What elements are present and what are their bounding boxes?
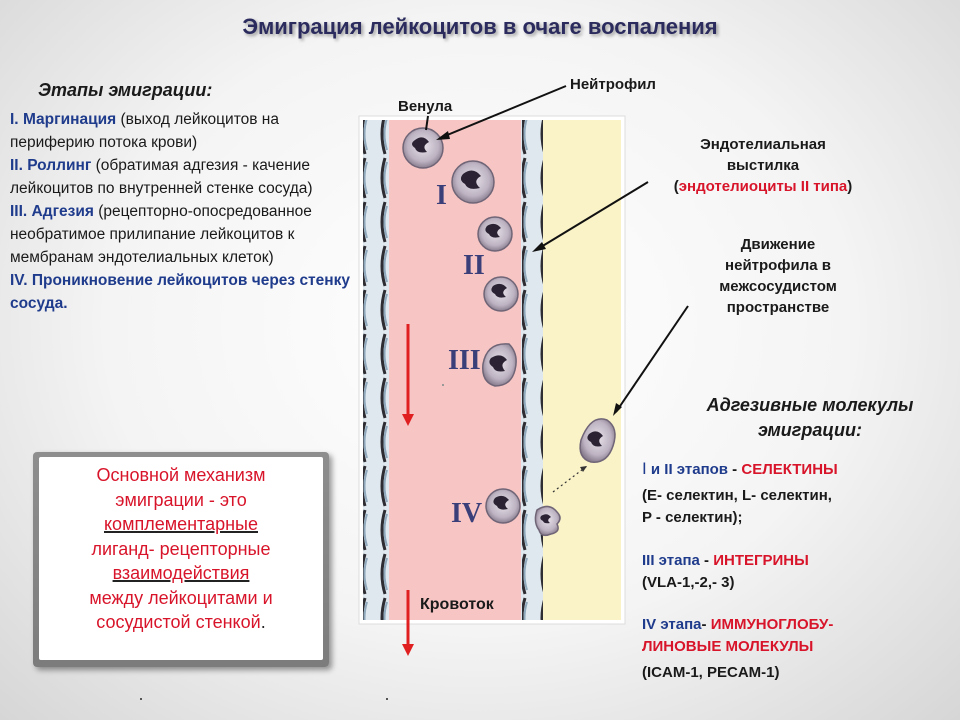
neutrophil-2 [451, 160, 495, 204]
stage-label-1: I [436, 180, 447, 211]
stage-1-num: I. [10, 111, 19, 128]
stage-1: I. Маргинация (выход лейкоцитов на периф… [10, 108, 358, 154]
stage-label-4: IV [451, 498, 483, 529]
decor-dot-2 [386, 698, 388, 700]
stage-2-name: Роллинг [27, 157, 92, 174]
mechanism-line-2: эмиграции - это [115, 489, 247, 510]
ig-detail: (ICAM-1, PECAM-1) [642, 664, 780, 681]
adhesion-heading: Адгезивные молекулы эмиграции: [660, 393, 960, 443]
stage-2-num: II. [10, 157, 23, 174]
mechanism-line-7-end: . [260, 612, 266, 632]
neutrophil-4 [483, 276, 519, 312]
movement-label: Движение нейтрофила в межсосудистом прос… [672, 234, 884, 318]
stage-3-desc: (рецепторно-опосредованное необратимое п… [10, 203, 312, 266]
venule-diagram [358, 115, 626, 627]
endothelium-label: Эндотелиальная выстилка (эндотелиоциты I… [632, 134, 894, 197]
stage-3: III. Адгезия (рецепторно-опосредованное … [10, 200, 358, 269]
stages-heading: Этапы эмиграции: [38, 80, 213, 100]
selectins-detail-l2: P - селектин); [642, 509, 743, 526]
neutrophil-6 [485, 488, 521, 524]
selectins-name: СЕЛЕКТИНЫ [741, 461, 838, 478]
stage-label-3: III [448, 345, 481, 376]
mechanism-line-3: комплементарные [103, 514, 258, 534]
movement-label-l2: нейтрофила в [725, 257, 831, 274]
blood-flow-arrow-tail [402, 612, 414, 656]
mechanism-text: Основной механизм эмиграции - это компле… [39, 457, 323, 660]
ig-stage: IV этапа [642, 616, 702, 633]
adhesion-heading-l1: Адгезивные молекулы [706, 395, 914, 415]
movement-label-l3: межсосудистом [719, 278, 837, 295]
endothelium-label-l1: Эндотелиальная [700, 136, 826, 153]
endothelium-type: эндотелиоциты II типа [678, 178, 848, 195]
mechanism-line-5: взаимодействия [112, 563, 250, 583]
neutrophil-5 [482, 343, 517, 387]
slide-title: Эмиграция лейкоцитов в очаге воспаления [242, 14, 718, 39]
stage-3-num: III. [10, 203, 28, 220]
stages-list: I. Маргинация (выход лейкоцитов на периф… [10, 108, 358, 315]
decor-dot-3 [442, 384, 444, 386]
neutrophil-3 [477, 216, 513, 252]
ig-name-l2: ЛИНОВЫЕ МОЛЕКУЛЫ [642, 638, 814, 655]
mechanism-line-4: лиганд- рецепторные [91, 538, 271, 559]
endothelium-label-l3: (эндотелиоциты II типа) [673, 178, 853, 195]
movement-label-l1: Движение [740, 236, 816, 253]
integrins-name: ИНТЕГРИНЫ [713, 552, 809, 569]
integrins-stage: III этапа [642, 552, 700, 569]
ig-name-l1: ИММУНОГЛОБУ- [710, 616, 834, 633]
adhesion-heading-l2: эмиграции: [757, 420, 863, 440]
decor-dot-1 [140, 698, 142, 700]
endothelium-label-l2: выстилка [726, 157, 800, 174]
mechanism-line-6: между лейкоцитами и [89, 587, 273, 608]
interstitial-space [543, 120, 621, 620]
stage-label-2: II [463, 250, 485, 281]
migration-path-arrowhead [580, 466, 587, 472]
stage-2: II. Роллинг (обратимая адгезия - качение… [10, 154, 358, 200]
stage-1-desc: (выход лейкоцитов на периферию потока кр… [10, 111, 279, 151]
mechanism-box: Основной механизм эмиграции - это компле… [33, 452, 329, 667]
adhesion-selectins: I и II этапов - СЕЛЕКТИНЫ (E- селектин, … [642, 458, 952, 529]
neutrophil-label: Нейтрофил [570, 76, 656, 93]
selectins-stage-a: I [642, 459, 647, 478]
stage-4-num: IV. [10, 272, 28, 289]
movement-label-l4: пространстве [726, 299, 830, 316]
left-endothelium [363, 120, 389, 620]
blood-flow-label-text: Кровоток [420, 596, 494, 613]
integrins-detail: (VLA-1,-2,- 3) [642, 574, 735, 591]
neutrophil-7-transmigrating [534, 505, 561, 537]
stage-1-name: Маргинация [22, 111, 117, 128]
mechanism-line-1: Основной механизм [96, 465, 266, 485]
stage-4: IV. Проникновение лейкоцитов через стенк… [10, 269, 358, 315]
stage-4-name: Проникновение лейкоцитов через стенку со… [10, 272, 351, 312]
right-endothelium [522, 120, 544, 620]
selectins-detail-l1: (E- селектин, L- селектин, [642, 487, 832, 504]
stage-3-name: Адгезия [31, 203, 94, 220]
neutrophil-8-interstitial [579, 418, 616, 463]
selectins-stage-b: и II этапов [646, 461, 729, 478]
neutrophil-1 [402, 127, 444, 169]
mechanism-line-7: сосудистой стенкой [96, 612, 261, 632]
stage-2-desc: (обратимая адгезия - качение лейкоцитов … [10, 157, 313, 197]
adhesion-immunoglobulins: IV этапа- ИММУНОГЛОБУ- ЛИНОВЫЕ МОЛЕКУЛЫ … [642, 614, 952, 684]
blood-flow-arrow-upper [402, 324, 414, 426]
adhesion-integrins: III этапа - ИНТЕГРИНЫ (VLA-1,-2,- 3) [642, 550, 952, 594]
venule-label: Венула [398, 98, 453, 115]
migration-path [552, 465, 588, 493]
